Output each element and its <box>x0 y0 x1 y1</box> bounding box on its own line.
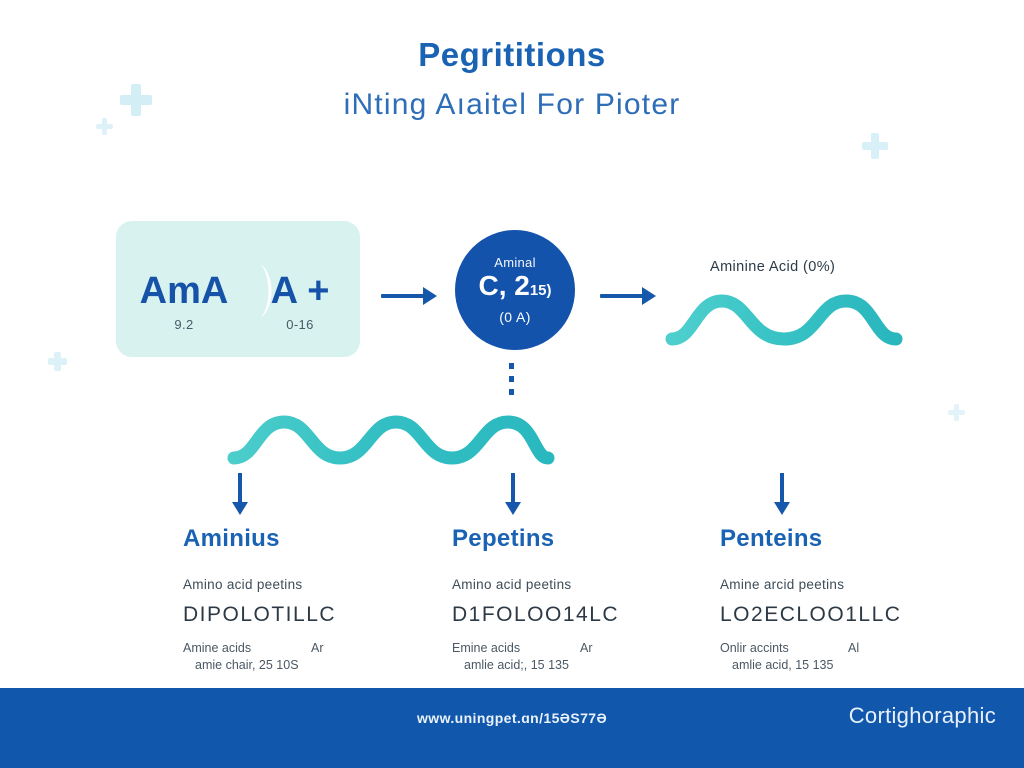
column-footnote: Emine acids Ar amlie acid;, 15 135 <box>452 640 752 674</box>
stage-2-top-label: Aminal <box>494 255 536 270</box>
column-foot-b: Al <box>848 641 860 655</box>
stage-1-right-symbol: A + <box>270 270 330 312</box>
column-code: LO2ECLOO1LLC <box>720 603 902 626</box>
protein-chain-wave <box>660 285 908 355</box>
column-2: Pepetins Amino acid peetins D1FOLOO14LC … <box>452 525 752 674</box>
column-3: Penteins Amine arcid peetins LO2ECLOO1LL… <box>720 525 1020 674</box>
column-subtitle: Amino acid peetins <box>452 577 572 592</box>
column-subtitle: Amino acid peetins <box>183 577 303 592</box>
stage-1-left-symbol: AmA <box>139 270 229 312</box>
column-foot-line2: amie chair, 25 10S <box>195 658 299 672</box>
stage-2-main-suffix: 15) <box>529 282 552 299</box>
column-subtitle: Amine arcid peetins <box>720 577 845 592</box>
column-title: Penteins <box>720 525 823 552</box>
footer-bar: www.uningpet.ɑn/15ƏS77Ə Cortighoraphic <box>0 688 1024 768</box>
stage-1-left-value: 9.2 <box>174 317 194 332</box>
arrow-down-icon <box>505 473 521 515</box>
stage-2-circle: Aminal C, 215) (0 A) <box>455 230 575 350</box>
arrow-down-icon <box>774 473 790 515</box>
column-footnote: Amine acids Ar amie chair, 25 10S <box>183 640 483 674</box>
footer-url[interactable]: www.uningpet.ɑn/15ƏS77Ə <box>416 710 608 726</box>
column-foot-line2: amlie acid, 15 135 <box>732 658 834 672</box>
stage-2-main-text: C, 2 <box>478 270 530 301</box>
column-1: Aminius Amino acid peetins DIPOLOTILLC A… <box>183 525 483 674</box>
protein-chain-wave <box>222 408 558 478</box>
arrow-right-icon <box>381 287 437 305</box>
plus-icon <box>948 404 965 421</box>
stage-1-row: AmA 9.2 A + 0-16 <box>116 271 360 332</box>
column-foot-a: Emine acids <box>452 641 521 655</box>
stage-1-box: AmA 9.2 A + 0-16 <box>116 221 360 357</box>
stage-1-left-group: AmA 9.2 <box>130 271 238 332</box>
column-foot-b: Ar <box>311 641 324 655</box>
column-foot-line2: amlie acid;, 15 135 <box>464 658 569 672</box>
stage-2-bottom-label: (0 A) <box>499 309 531 325</box>
column-foot-a: Amine acids <box>183 641 252 655</box>
crescent-divider-icon <box>258 262 280 320</box>
arrow-right-icon <box>600 287 656 305</box>
column-title: Pepetins <box>452 525 555 552</box>
column-foot-a: Onlir accints <box>720 641 789 655</box>
page-subtitle: iNting Aıaitel For Pioter <box>343 88 681 121</box>
arrow-down-icon <box>232 473 248 515</box>
stage-2-main-label: C, 215) <box>478 271 551 306</box>
column-code: D1FOLOO14LC <box>452 603 620 626</box>
column-code: DIPOLOTILLC <box>183 603 337 626</box>
plus-icon <box>48 352 67 371</box>
column-footnote: Onlir accints Al amlie acid, 15 135 <box>720 640 1020 674</box>
column-foot-b: Ar <box>580 641 593 655</box>
page-title: Pegrititions <box>418 36 606 73</box>
plus-icon <box>862 133 888 159</box>
vertical-dots-icon <box>509 363 514 395</box>
footer-brand: Cortighoraphic <box>848 703 996 728</box>
stage-1-right-value: 0-16 <box>286 317 314 332</box>
stage-1-right-group: A + 0-16 <box>250 271 350 332</box>
column-title: Aminius <box>183 525 280 552</box>
stage-3-wave-label: Aminine Acid (0%) <box>710 259 836 275</box>
